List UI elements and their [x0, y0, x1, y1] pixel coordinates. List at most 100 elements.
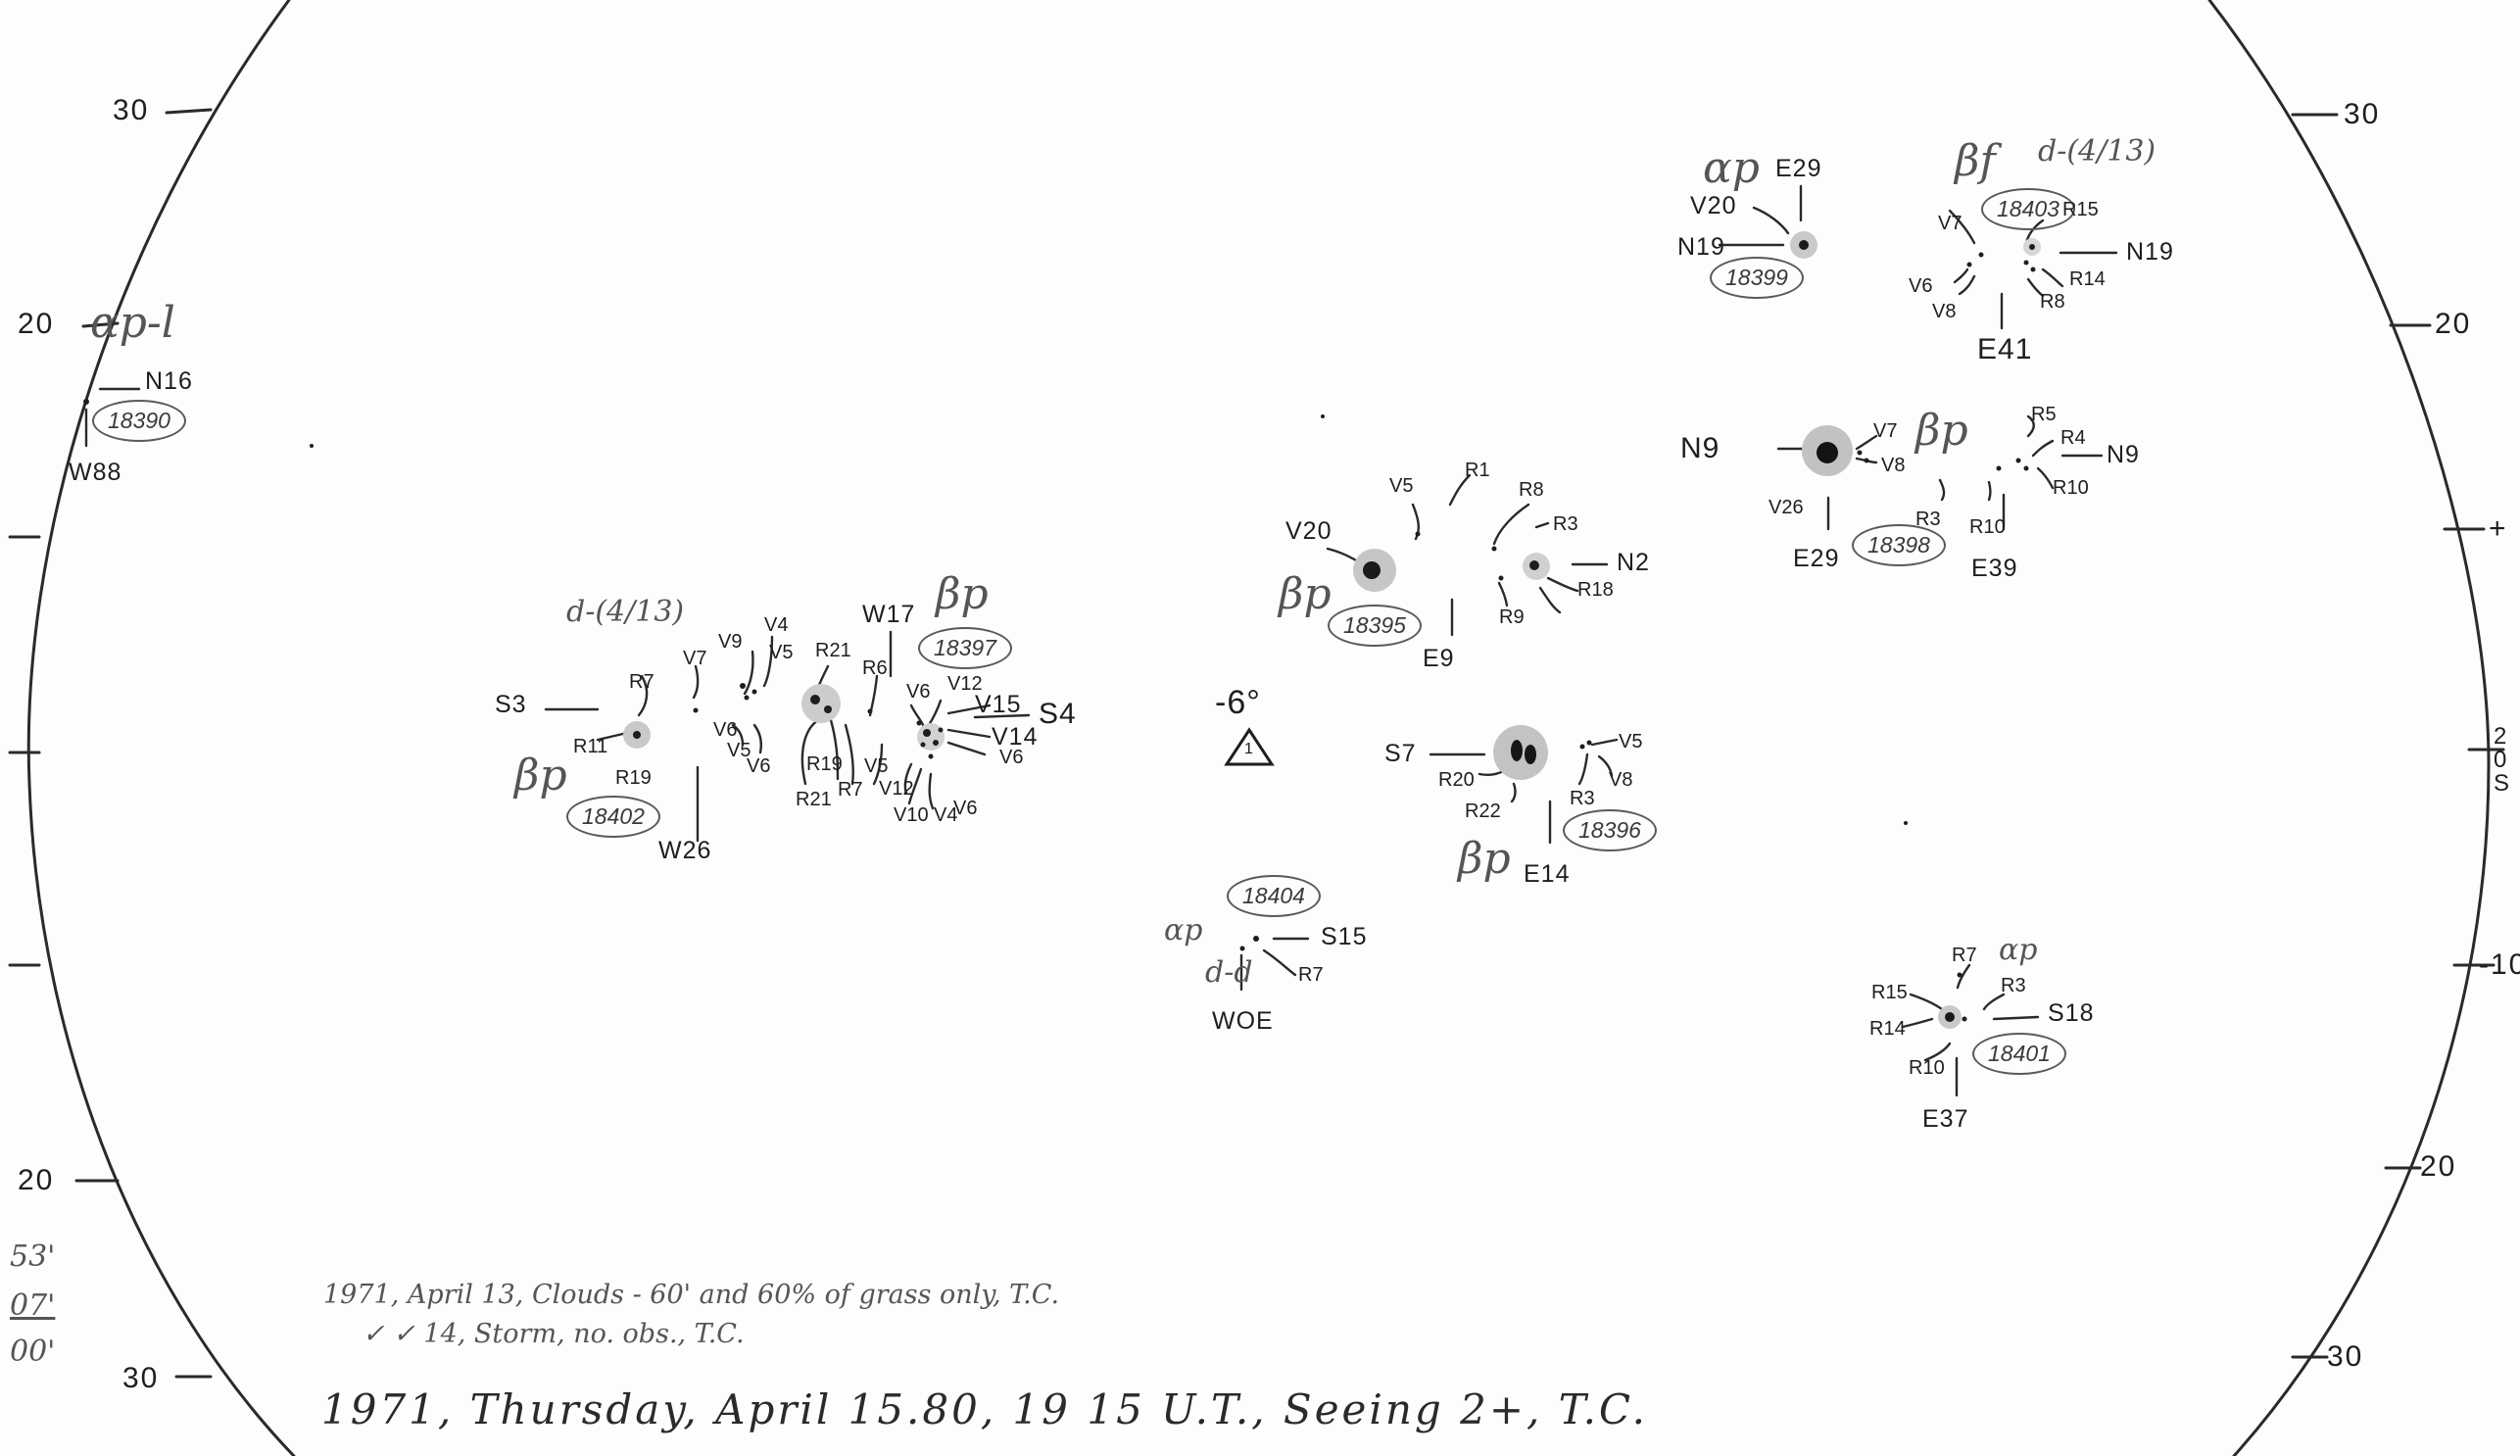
spot-label: V14 — [992, 723, 1039, 751]
spot-label: S3 — [495, 691, 527, 718]
spot-label: R6 — [862, 657, 888, 679]
group-note: d-d — [1205, 955, 1253, 990]
observation-note-2: ✓ ✓ 14, Storm, no. obs., T.C. — [363, 1319, 745, 1349]
margin-note-2: 07' — [10, 1288, 56, 1323]
observation-date-line: 1971, Thursday, April 15.80, 19 15 U.T.,… — [321, 1385, 1648, 1433]
spot-label: R7 — [1298, 964, 1324, 986]
spot-label: W88 — [69, 459, 122, 486]
center-triangle-label: 1 — [1244, 741, 1253, 757]
spot-label: R3 — [1915, 509, 1941, 530]
group-class: βp — [936, 569, 989, 619]
spot-label: N2 — [1617, 549, 1650, 576]
region-number: 18404 — [1227, 875, 1321, 917]
group-class: βp — [514, 751, 567, 801]
group-class: αp — [1999, 933, 2038, 967]
spot-label: E14 — [1524, 860, 1571, 888]
spot-label: R21 — [815, 640, 851, 661]
spot-label: R11 — [573, 736, 608, 757]
spot-label: R3 — [2001, 975, 2026, 996]
spot-label: V5 — [727, 740, 751, 761]
spot-label: V6 — [999, 747, 1024, 768]
spot-label: R20 — [1438, 769, 1475, 791]
spot-label: R5 — [2031, 404, 2057, 425]
spot-label: R18 — [1577, 579, 1614, 601]
right-tick-20-top: 20 — [2435, 308, 2472, 340]
region-number: 18402 — [566, 796, 660, 838]
spot-label: R9 — [1499, 607, 1525, 628]
spot-label: V5 — [864, 755, 889, 777]
spot-label: V6 — [1909, 275, 1933, 297]
spot-label: R8 — [1519, 479, 1544, 501]
spot-label: E29 — [1775, 155, 1822, 182]
spot-label: V6 — [906, 681, 931, 703]
spot-label: R10 — [2053, 477, 2089, 499]
spot-label: N9 — [2107, 441, 2140, 468]
spot-label: W17 — [862, 601, 916, 628]
region-number: 18397 — [918, 627, 1012, 669]
right-tick-plus: + — [2489, 512, 2508, 545]
spot-label: V12 — [879, 778, 914, 800]
spot-label: V5 — [769, 642, 794, 663]
region-number: 18403 — [1981, 188, 2075, 230]
group-class: βf — [1955, 136, 1996, 186]
spot-label: V20 — [1285, 517, 1333, 545]
spot-label: E37 — [1922, 1105, 1969, 1133]
spot-label: V6 — [747, 755, 771, 777]
spot-label: R1 — [1465, 460, 1490, 481]
spot-label: V7 — [1938, 213, 1963, 234]
group-class: βp — [1915, 406, 1968, 456]
spot-label: R15 — [1871, 982, 1908, 1003]
group-class: βp — [1279, 569, 1332, 619]
spot-label: E41 — [1977, 333, 2033, 365]
right-tick-30-bottom: 30 — [2327, 1340, 2364, 1373]
left-tick-30-bottom: 30 — [122, 1362, 160, 1394]
spot-label: R14 — [2069, 268, 2106, 290]
sunspots — [623, 231, 2041, 1029]
spot-label: V6 — [713, 719, 738, 741]
spot-label: WOE — [1212, 1007, 1274, 1035]
spot-label: R10 — [1969, 516, 2006, 538]
spot-label: N19 — [1677, 233, 1725, 261]
spot-label: R7 — [838, 779, 863, 801]
spot-label: V8 — [1881, 455, 1906, 476]
spot-label: V12 — [947, 673, 983, 695]
spot-label: R3 — [1570, 788, 1595, 809]
spot-label: R15 — [2062, 199, 2099, 220]
left-tick-20-bottom: 20 — [18, 1164, 55, 1196]
group-class: αp — [1164, 913, 1203, 947]
spot-label: R22 — [1465, 801, 1501, 822]
spot-label: S18 — [2048, 999, 2095, 1027]
right-tick-30-top: 30 — [2344, 98, 2381, 130]
spot-label: R3 — [1553, 513, 1578, 535]
right-tick-minus-10: -10 — [2479, 948, 2520, 981]
region-number: 18398 — [1852, 524, 1946, 566]
spot-label: V4 — [934, 804, 958, 826]
spot-label: V26 — [1769, 497, 1804, 518]
left-tick-30-top: 30 — [113, 94, 150, 126]
spot-label: V9 — [718, 631, 743, 653]
group-class: αp — [1703, 143, 1760, 193]
center-triangle — [1224, 727, 1275, 766]
right-tick-20-bottom: 20 — [2420, 1150, 2457, 1183]
spot-label: E9 — [1423, 645, 1455, 672]
region-number: 18395 — [1328, 605, 1422, 647]
spot-label: R19 — [806, 753, 843, 775]
spot-label: N16 — [145, 367, 193, 395]
spot-label: S7 — [1384, 740, 1417, 767]
spot-label: V20 — [1690, 192, 1737, 219]
spot-label: R8 — [2040, 291, 2065, 313]
region-number: 18390 — [92, 400, 186, 442]
solar-limb-left — [26, 0, 296, 1456]
observation-note-1: 1971, April 13, Clouds - 60' and 60% of … — [323, 1280, 1060, 1310]
spot-label: R21 — [796, 789, 832, 810]
spot-label: E29 — [1793, 545, 1840, 572]
spot-label: S15 — [1321, 923, 1368, 950]
spot-label: V7 — [683, 648, 707, 669]
pores — [83, 252, 2036, 1022]
left-tick-20-top: 20 — [18, 308, 55, 340]
solar-limb-right — [2207, 0, 2491, 1456]
group-class: βp — [1458, 834, 1511, 884]
spot-label: R7 — [1952, 945, 1977, 966]
group-note: d-(4/13) — [2038, 134, 2157, 169]
